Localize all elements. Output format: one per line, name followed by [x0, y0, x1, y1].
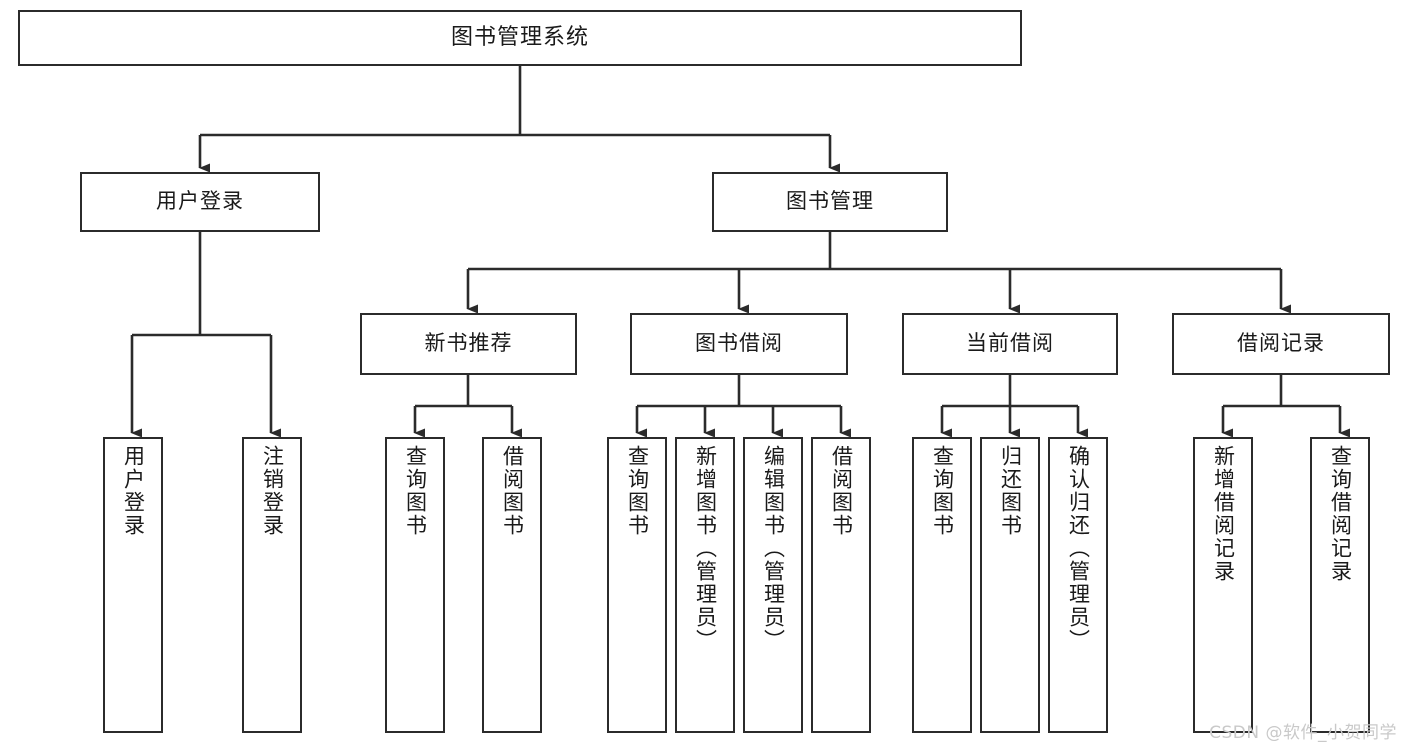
leaf-newbook-query-book[interactable]: 查询图书: [385, 437, 445, 733]
leaf-borrow-add-book-admin[interactable]: 新增图书（管理员）: [675, 437, 735, 733]
node-current-borrow-label: 当前借阅: [966, 331, 1054, 356]
leaf-current-return-book[interactable]: 归还图书: [980, 437, 1040, 733]
leaf-borrow-borrow-book-label: 借阅图书: [829, 445, 854, 537]
leaf-newbook-borrow-book-label: 借阅图书: [500, 445, 525, 537]
leaf-current-confirm-return-admin[interactable]: 确认归还（管理员）: [1048, 437, 1108, 733]
node-root-label: 图书管理系统: [450, 24, 589, 50]
leaf-current-confirm-return-admin-label: 确认归还（管理员）: [1066, 445, 1091, 652]
leaf-record-add-record-label: 新增借阅记录: [1211, 445, 1236, 583]
leaf-newbook-borrow-book[interactable]: 借阅图书: [482, 437, 542, 733]
leaf-logout[interactable]: 注销登录: [242, 437, 302, 733]
node-book-management[interactable]: 图书管理: [712, 172, 948, 232]
node-book-borrow-label: 图书借阅: [695, 331, 783, 356]
leaf-record-query-record-label: 查询借阅记录: [1328, 445, 1353, 583]
leaf-record-query-record[interactable]: 查询借阅记录: [1310, 437, 1370, 733]
leaf-borrow-query-book[interactable]: 查询图书: [607, 437, 667, 733]
leaf-borrow-edit-book-admin[interactable]: 编辑图书（管理员）: [743, 437, 803, 733]
node-book-management-label: 图书管理: [786, 189, 874, 214]
leaf-user-login-label: 用户登录: [121, 445, 146, 537]
leaf-borrow-add-book-admin-label: 新增图书（管理员）: [693, 445, 718, 652]
leaf-logout-label: 注销登录: [260, 445, 285, 537]
leaf-borrow-query-book-label: 查询图书: [625, 445, 650, 537]
leaf-borrow-edit-book-admin-label: 编辑图书（管理员）: [761, 445, 786, 652]
leaf-current-query-book[interactable]: 查询图书: [912, 437, 972, 733]
leaf-user-login[interactable]: 用户登录: [103, 437, 163, 733]
leaf-borrow-borrow-book[interactable]: 借阅图书: [811, 437, 871, 733]
leaf-current-return-book-label: 归还图书: [998, 445, 1023, 537]
watermark: CSDN @软件_小贺同学: [1209, 723, 1397, 743]
node-book-borrow[interactable]: 图书借阅: [630, 313, 848, 375]
node-current-borrow[interactable]: 当前借阅: [902, 313, 1118, 375]
node-borrow-record[interactable]: 借阅记录: [1172, 313, 1390, 375]
node-root[interactable]: 图书管理系统: [18, 10, 1022, 66]
node-new-book-recommend[interactable]: 新书推荐: [360, 313, 577, 375]
node-new-book-recommend-label: 新书推荐: [424, 331, 513, 356]
node-user-login[interactable]: 用户登录: [80, 172, 320, 232]
leaf-newbook-query-book-label: 查询图书: [403, 445, 428, 537]
leaf-record-add-record[interactable]: 新增借阅记录: [1193, 437, 1253, 733]
node-user-login-label: 用户登录: [156, 189, 244, 214]
leaf-current-query-book-label: 查询图书: [930, 445, 955, 537]
node-borrow-record-label: 借阅记录: [1237, 331, 1325, 356]
